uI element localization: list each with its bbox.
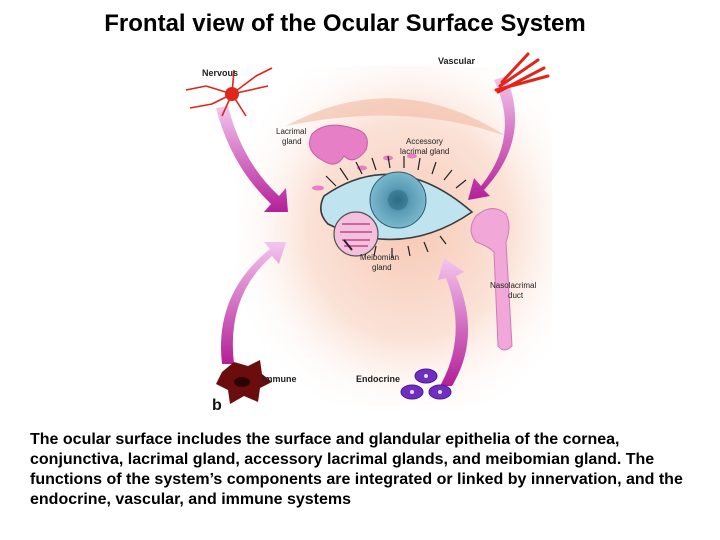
blood-vessel-icon <box>494 52 550 94</box>
label-immune: Immune <box>262 374 297 384</box>
label-nasolacrimal-duct-2: duct <box>508 291 524 300</box>
immune-cell-icon <box>216 360 272 404</box>
label-meibomian-gland-2: gland <box>372 263 392 272</box>
arrow-endocrine <box>438 258 469 386</box>
label-vascular: Vascular <box>438 56 476 66</box>
label-meibomian-gland-1: Meibomian <box>360 253 399 262</box>
brow-shading <box>286 98 506 136</box>
label-lacrimal-gland-2: gland <box>282 137 302 146</box>
meibomian-marker <box>343 239 353 251</box>
pupil-shape <box>388 190 408 210</box>
label-accessory-gland-2: lacrimal gland <box>400 147 449 156</box>
lacrimal-duct-small <box>312 185 324 191</box>
label-endocrine: Endocrine <box>356 374 400 384</box>
diagram-svg: Nervous Vascular Lacrimal gland Accessor… <box>185 52 552 414</box>
label-nasolacrimal-duct-1: Nasolacrimal <box>490 281 536 290</box>
endocrine-cells-icon <box>400 368 452 400</box>
panel-letter: b <box>212 397 222 414</box>
meibomian-gland-ducts <box>340 223 372 247</box>
arrow-nervous <box>216 106 288 212</box>
nerve-cell-icon <box>185 67 273 117</box>
label-accessory-gland-1: Accessory <box>406 137 443 146</box>
label-nervous: Nervous <box>202 68 238 78</box>
nasolacrimal-duct-shape <box>470 208 513 351</box>
accessory-gland-3 <box>407 153 417 159</box>
ocular-surface-diagram: Nervous Vascular Lacrimal gland Accessor… <box>176 46 552 418</box>
arrow-immune <box>221 242 286 364</box>
meibomian-gland-shape <box>333 211 379 257</box>
label-lacrimal-gland-1: Lacrimal <box>276 127 306 136</box>
arrow-vascular <box>468 76 516 200</box>
slide-title: Frontal view of the Ocular Surface Syste… <box>104 10 586 37</box>
caption-text: The ocular surface includes the surface … <box>30 431 683 508</box>
lacrimal-gland-shape <box>309 124 368 165</box>
